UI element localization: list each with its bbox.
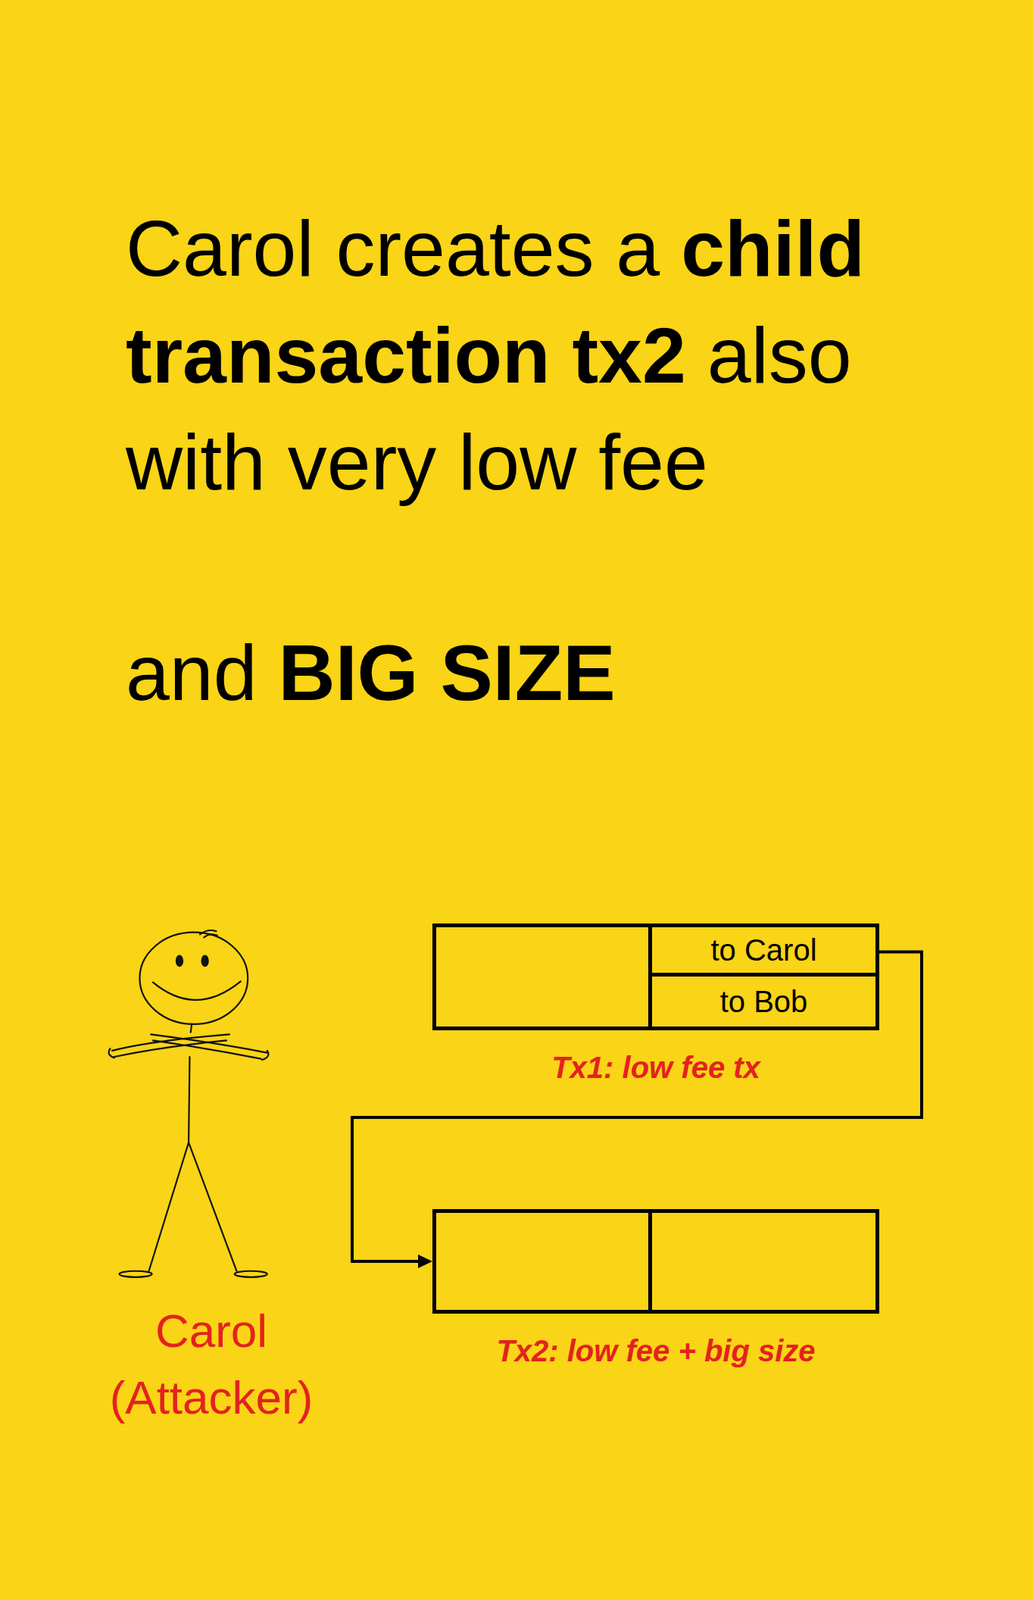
actor-label: Carol (Attacker)	[109, 1297, 314, 1431]
connector-arrow	[352, 951, 922, 1269]
figure-eye	[176, 955, 183, 966]
figure-arms	[112, 1033, 268, 1058]
figure-foot	[119, 1270, 153, 1277]
heading-phrase: and	[125, 628, 258, 717]
heading-text: andBIG SIZE	[125, 619, 929, 727]
arrow-head	[418, 1254, 433, 1268]
figure-hands	[109, 1048, 269, 1060]
transaction-caption: Tx2: low fee + big size	[496, 1332, 815, 1369]
transaction-caption: Tx1: low fee tx	[551, 1048, 761, 1086]
figure-eye	[202, 955, 209, 966]
transaction-box: Tx1: low fee txto Carolto Bob	[432, 923, 880, 1030]
cell-text: to Carol	[710, 933, 817, 968]
cell-text: to Bob	[720, 984, 809, 1019]
heading-text: Carol creates achild transaction tx2also…	[125, 195, 929, 516]
figure-smile	[152, 980, 241, 1000]
emphasis-text: BIG SIZE	[278, 628, 616, 717]
figure-body	[188, 1023, 192, 1143]
output-cell: to Bob	[648, 976, 876, 1027]
cell-divider	[648, 1212, 653, 1310]
connector-line	[352, 951, 922, 1262]
figure-head	[139, 932, 248, 1024]
output-cell: to Carol	[648, 926, 876, 977]
figure-legs	[149, 1142, 238, 1271]
heading-phrase: Carol creates a	[125, 204, 660, 293]
transaction-box: Tx2: low fee + big size	[432, 1208, 880, 1314]
figure-foot	[234, 1270, 268, 1277]
figure-hair	[199, 930, 218, 937]
